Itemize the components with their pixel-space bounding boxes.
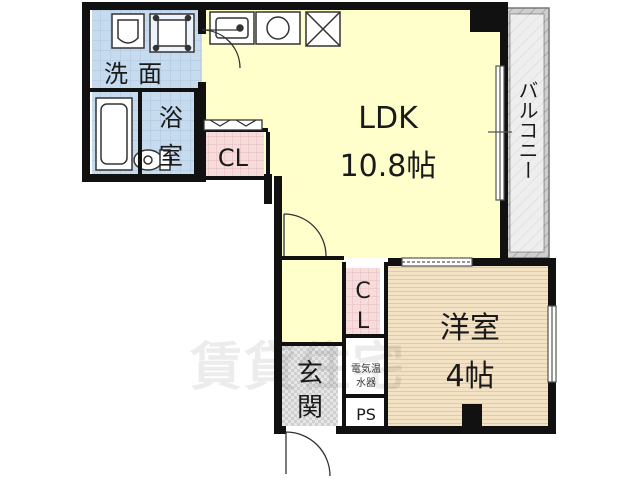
closet-vertical-floor: [346, 268, 380, 334]
balcony: [504, 7, 550, 259]
pillar-2: [462, 404, 482, 430]
western-size: 4帖: [445, 359, 494, 394]
washroom-char-1: 洗: [104, 60, 128, 88]
ldk-size: 10.8帖: [340, 149, 437, 184]
washing-machine-icon: [149, 13, 195, 53]
ldk-floor: [202, 10, 500, 258]
wash-basin-icon: [111, 13, 145, 49]
doors: [201, 29, 331, 477]
closet-main-floor: [202, 132, 264, 176]
washroom-char-2: 面: [138, 60, 162, 88]
inner-walls: [88, 88, 388, 428]
door-entrance: [285, 431, 331, 477]
balcony-label: バルコニー: [515, 80, 539, 180]
water-heater-line-1: 電気温: [351, 362, 381, 375]
kitchen-sink-icon: [209, 11, 255, 45]
door-ldk-hall: [283, 213, 327, 257]
hallway-floor: [282, 258, 344, 344]
windows: [401, 65, 557, 383]
entrance-char-1: 玄: [297, 359, 323, 389]
fixtures: [95, 11, 341, 171]
watermark: 賃貸住宅: [189, 338, 406, 398]
pillar: [470, 4, 506, 32]
closet-vertical-c: C: [355, 279, 370, 304]
western-room-floor: [388, 266, 548, 426]
stove-icon: [255, 11, 301, 45]
closet-vertical-l: L: [357, 309, 370, 334]
closet-main-label: CL: [218, 144, 249, 172]
ldk-name: LDK: [358, 101, 419, 136]
entrance-char-2: 関: [297, 393, 323, 423]
door-washroom: [201, 29, 241, 69]
bathroom-char-2: 室: [159, 142, 183, 170]
labels: LDK 10.8帖 洋室 4帖 洗 面 浴 室 CL C L 玄 関 電気温 水…: [104, 60, 539, 424]
water-heater-line-2: 水器: [356, 377, 376, 389]
entrance-floor: [282, 346, 338, 426]
water-heater-floor: [346, 346, 386, 396]
ps-floor: [346, 398, 386, 426]
ps-label: PS: [356, 405, 376, 424]
western-name: 洋室: [440, 311, 500, 346]
bathroom-char-1: 浴: [159, 104, 183, 132]
bathtub-icon: [95, 97, 133, 171]
refrigerator-space-icon: [305, 11, 341, 47]
